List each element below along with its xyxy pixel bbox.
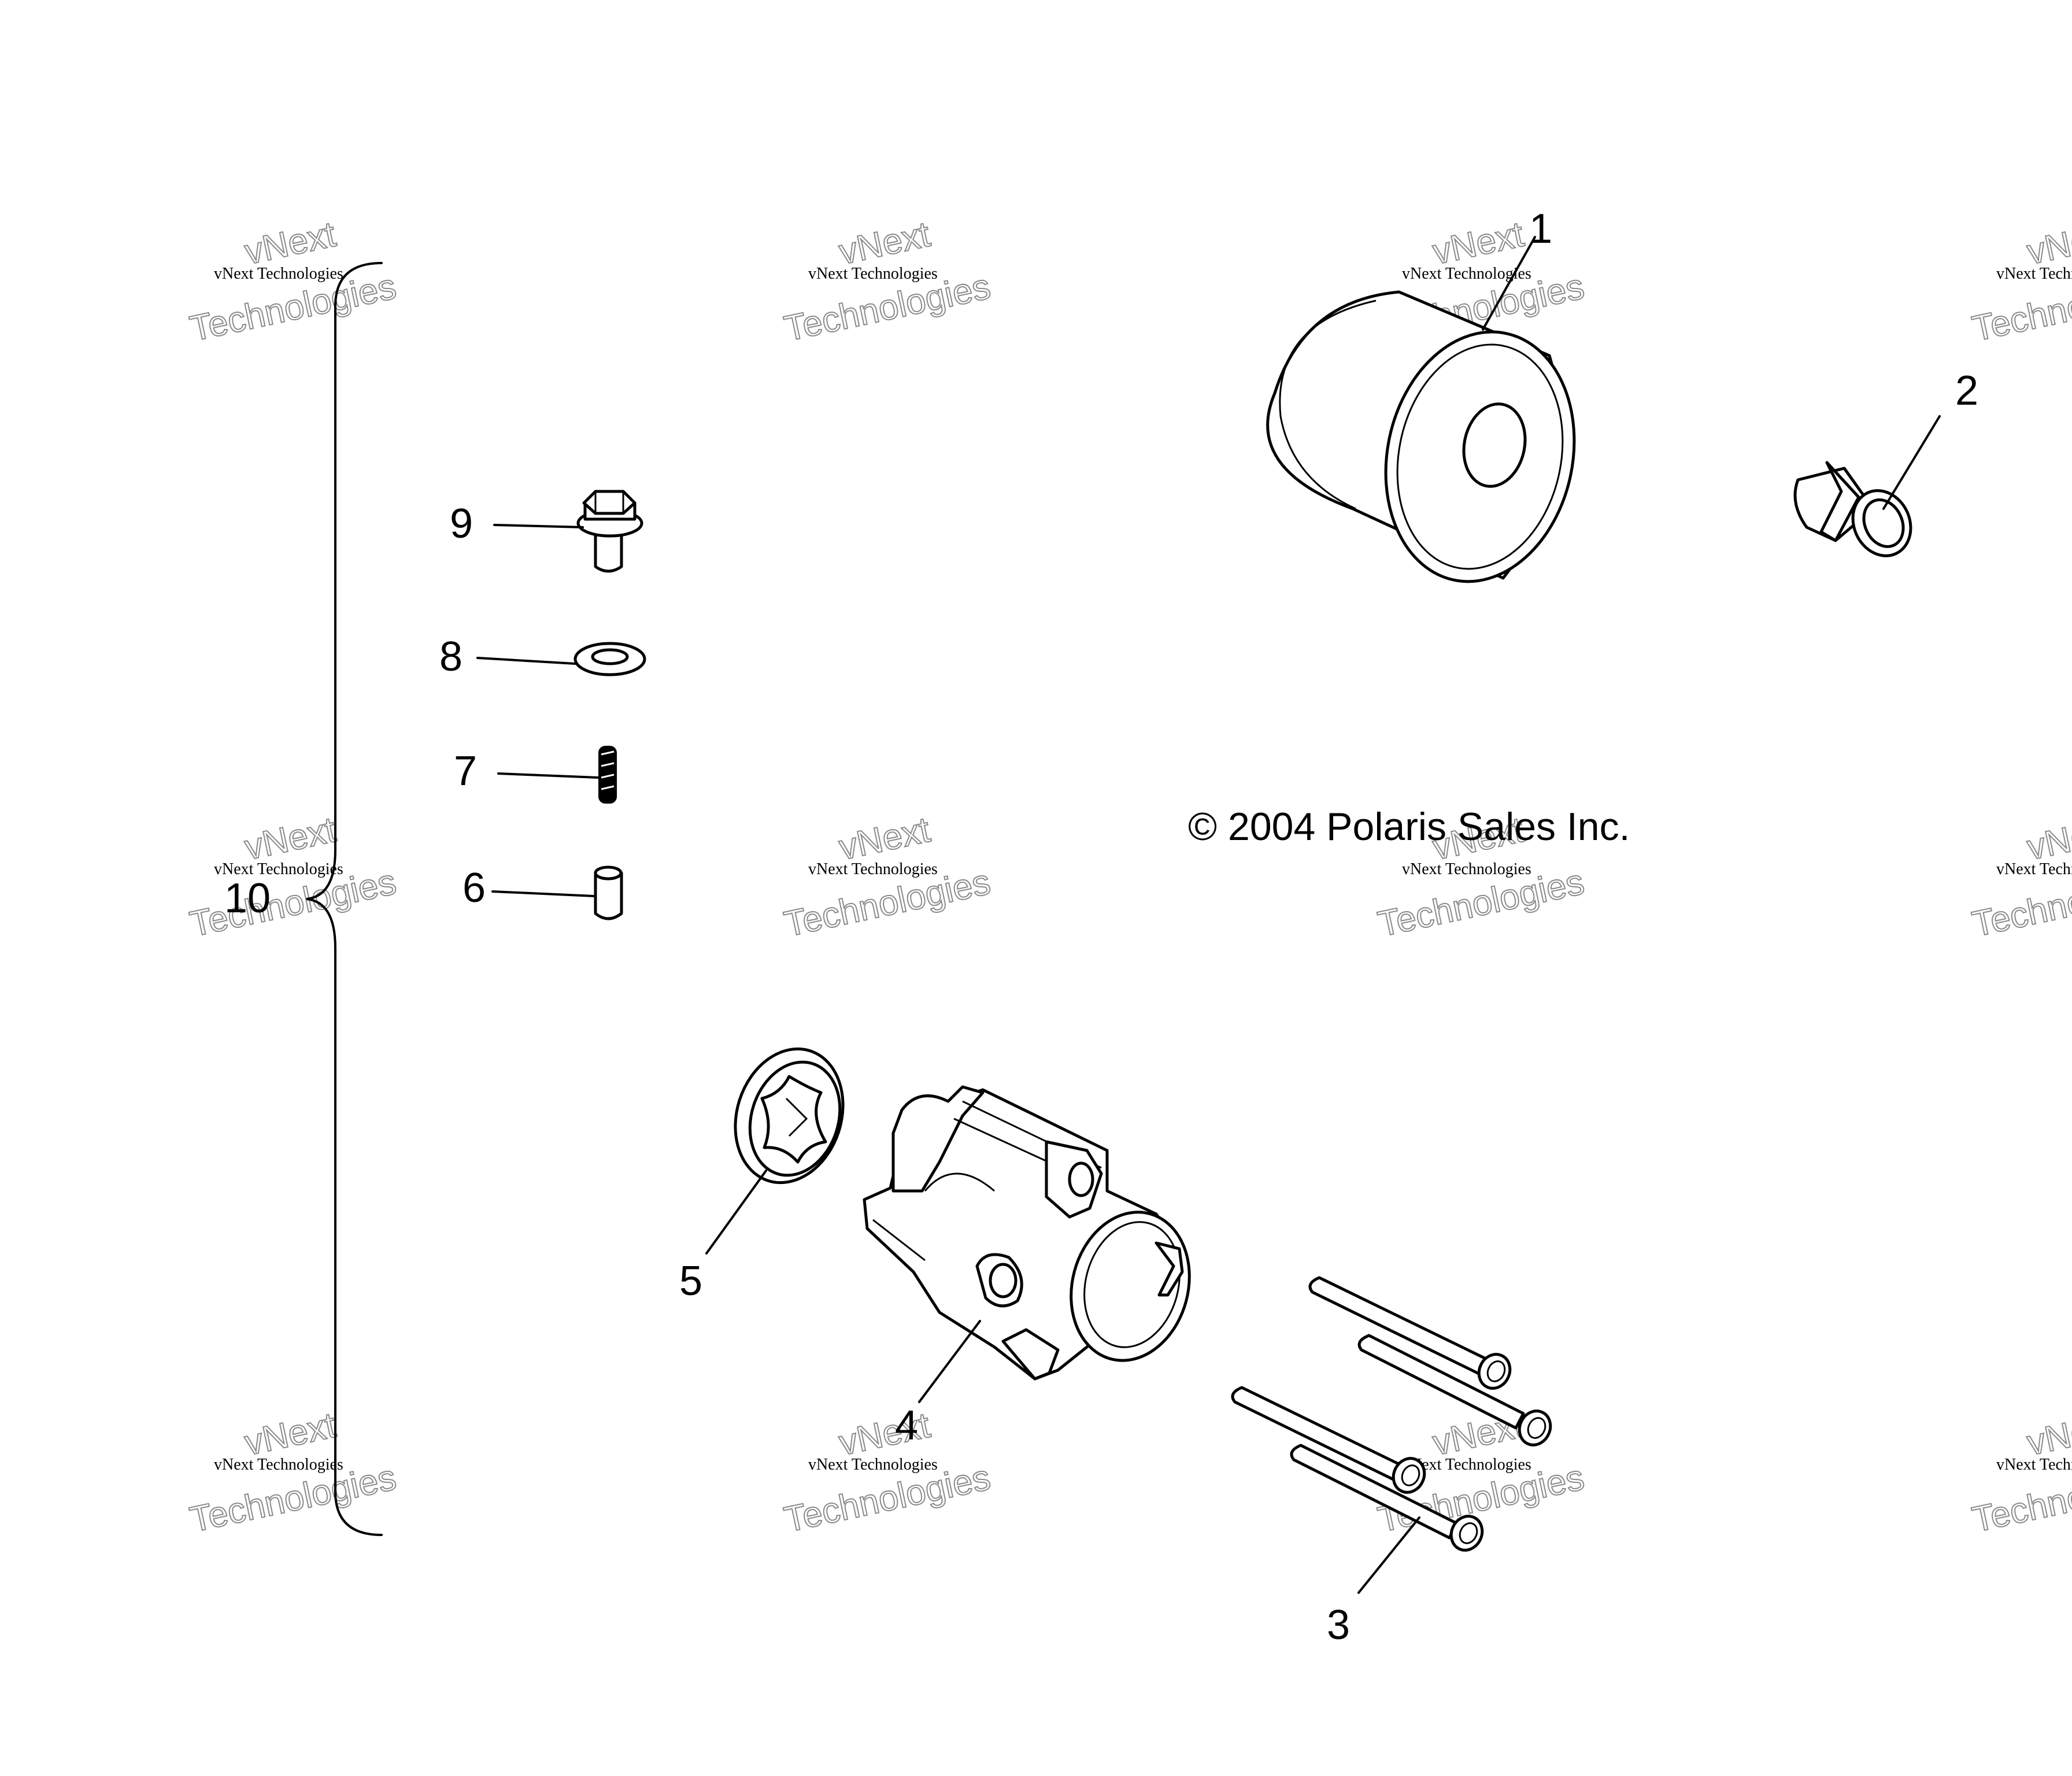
leader-2 xyxy=(1882,415,1941,510)
watermark-large-1: vNext xyxy=(1429,214,1527,272)
leader-8 xyxy=(476,657,576,665)
leader-3 xyxy=(1357,1516,1420,1594)
leader-7 xyxy=(497,772,600,779)
watermark-small: vNext Technologies xyxy=(214,265,343,283)
watermark-large-1: vNext xyxy=(2023,214,2072,272)
watermark: vNext vNext Technologies Technologies xyxy=(780,1405,994,1541)
part-3-bolt-c xyxy=(1231,1386,1426,1494)
kit-bracket xyxy=(306,262,383,1536)
watermark-large-1: vNext xyxy=(2023,810,2072,868)
watermark: vNext vNext Technologies Technologies xyxy=(1969,214,2072,350)
watermark-small: vNext Technologies xyxy=(1402,860,1531,878)
callout-9: 9 xyxy=(450,501,473,547)
part-4-oil-pump-housing xyxy=(863,1085,1191,1381)
watermark-small: vNext Technologies xyxy=(1996,1456,2072,1474)
watermark-large-1: vNext xyxy=(241,1405,339,1463)
watermark: vNext vNext Technologies Technologies xyxy=(780,214,994,350)
part-3-bolt-b xyxy=(1357,1334,1552,1446)
callout-7: 7 xyxy=(454,748,477,794)
watermark-small: vNext Technologies xyxy=(214,860,343,878)
part-6-dowel-pin xyxy=(594,865,623,920)
callout-6: 6 xyxy=(462,865,486,911)
callout-8: 8 xyxy=(439,634,462,680)
part-5-pump-rotor xyxy=(734,1047,845,1185)
watermark-small: vNext Technologies xyxy=(214,1456,343,1474)
part-3-bolt-d xyxy=(1290,1444,1484,1552)
callout-2: 2 xyxy=(1955,368,1978,414)
watermark-large-1: vNext xyxy=(835,214,933,272)
watermark: vNext vNext Technologies Technologies xyxy=(1969,809,2072,945)
callout-5: 5 xyxy=(679,1258,702,1304)
watermark-large-1: vNext xyxy=(2023,1405,2072,1463)
callout-1: 1 xyxy=(1529,206,1552,252)
part-8-washer xyxy=(574,642,646,676)
part-1-oil-filter xyxy=(1266,290,1576,583)
watermark: vNext vNext Technologies Technologies xyxy=(1969,1405,2072,1541)
watermark-large-1: vNext xyxy=(241,810,339,868)
watermark-large-1: vNext xyxy=(241,214,339,272)
watermark: vNext vNext Technologies Technologies xyxy=(186,1405,400,1541)
watermark: vNext vNext Technologies Technologies xyxy=(780,809,994,945)
watermark-large-1: vNext xyxy=(835,810,933,868)
leader-6 xyxy=(491,890,595,897)
part-7-spring xyxy=(598,746,617,804)
part-3-bolt-a xyxy=(1308,1276,1512,1390)
watermark: vNext vNext Technologies Technologies xyxy=(186,214,400,350)
watermark-small: vNext Technologies xyxy=(808,860,938,878)
watermark: vNext vNext Technologies Technologies xyxy=(186,809,400,945)
watermark-small: vNext Technologies xyxy=(808,1456,938,1474)
callout-10: 10 xyxy=(224,875,271,922)
watermark-small: vNext Technologies xyxy=(808,265,938,283)
leader-5 xyxy=(705,1170,767,1255)
part-2-fitting xyxy=(1793,461,1912,557)
watermark-large-1: vNext xyxy=(835,1405,933,1463)
callout-3: 3 xyxy=(1327,1602,1350,1648)
callout-4: 4 xyxy=(895,1403,918,1449)
leader-4 xyxy=(918,1320,981,1403)
watermark-small: vNext Technologies xyxy=(1996,860,2072,878)
copyright-notice: © 2004 Polaris Sales Inc. xyxy=(1188,805,1630,849)
leader-9 xyxy=(493,524,584,528)
part-9-flange-bolt xyxy=(576,490,643,573)
watermark-small: vNext Technologies xyxy=(1996,265,2072,283)
leader-1 xyxy=(1482,236,1536,331)
